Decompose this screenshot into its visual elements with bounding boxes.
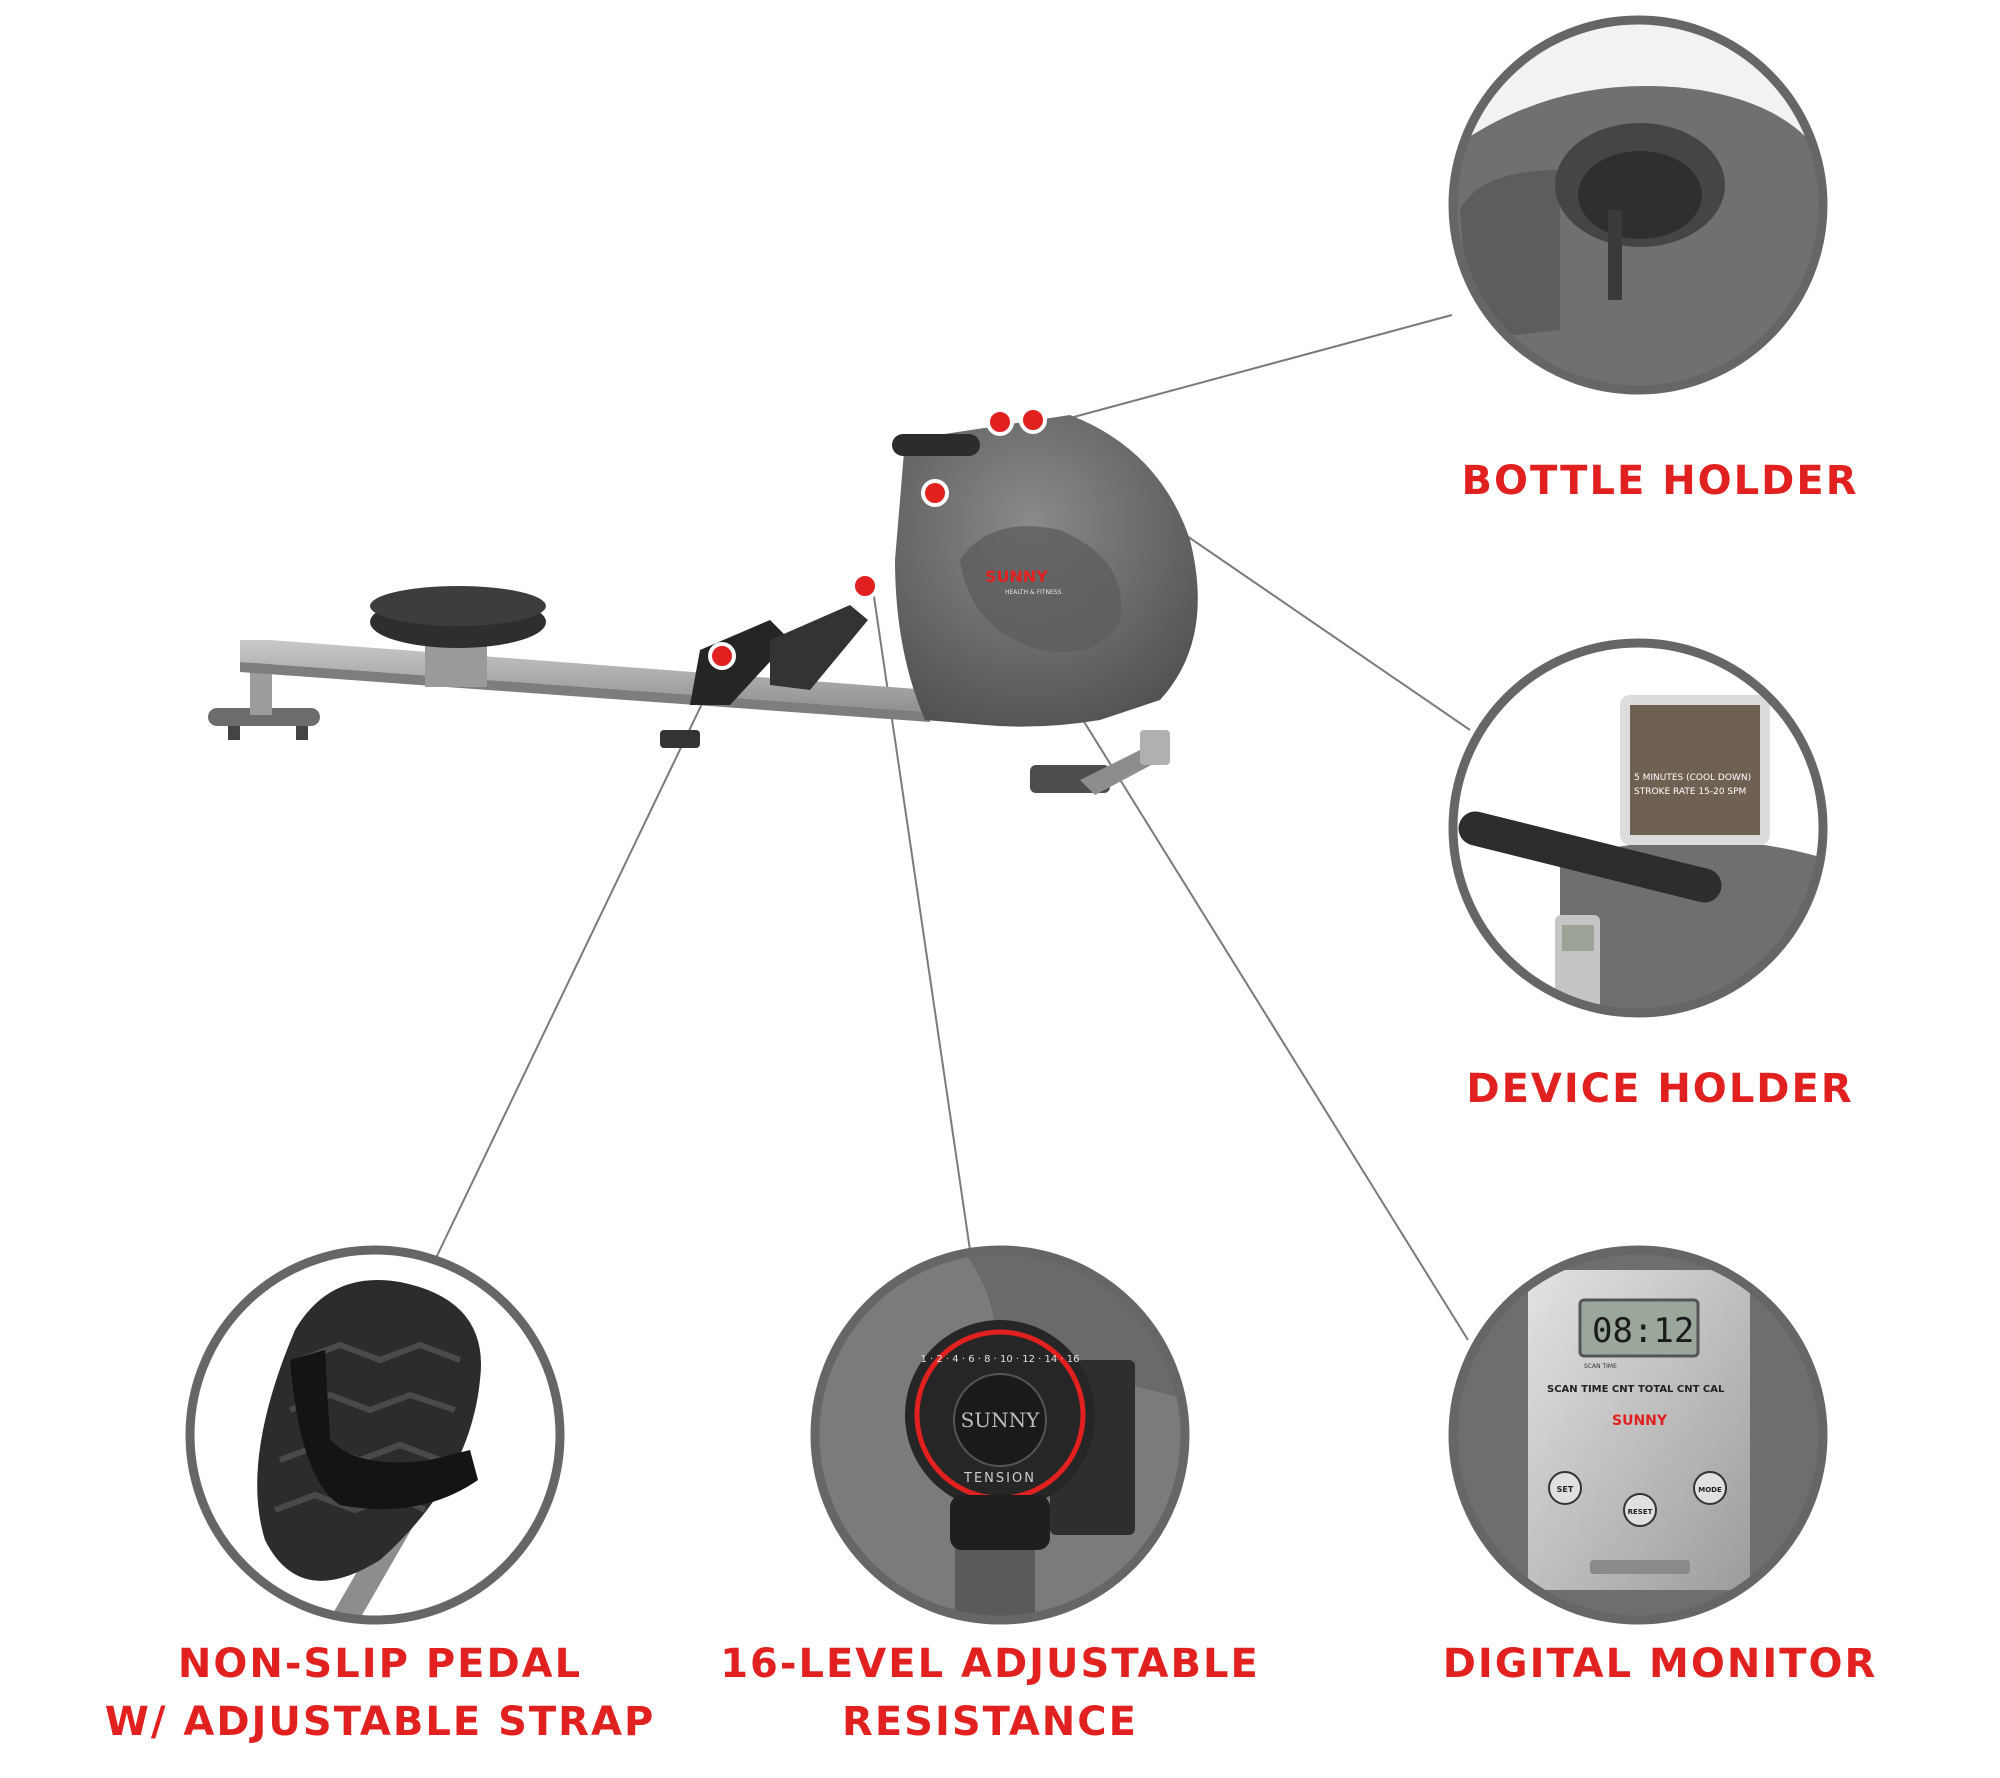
label-bottle-holder: BOTTLE HOLDER: [1400, 452, 1920, 510]
svg-text:SET: SET: [1557, 1485, 1574, 1494]
callout-ring-resistance: [810, 1245, 1190, 1625]
footrest-right: [770, 605, 868, 690]
callout-ring-bottle: [1448, 15, 1828, 395]
hotspot-resistance: [851, 572, 879, 600]
svg-text:MODE: MODE: [1698, 1486, 1722, 1494]
lcd-screen: [1578, 1298, 1700, 1358]
monitor-metrics: SCAN TIME CNT TOTAL CNT CAL: [1547, 1384, 1725, 1395]
label-resistance-line2: RESISTANCE: [842, 1699, 1138, 1745]
label-pedal-line2: W/ ADJUSTABLE STRAP: [104, 1699, 656, 1745]
callout-ring-pedal: [185, 1245, 565, 1625]
callout-ring-monitor: [1448, 1245, 1828, 1625]
label-bottle-holder-text: BOTTLE HOLDER: [1461, 458, 1859, 504]
callout-bottle-holder: [1448, 15, 1828, 395]
callout-resistance: SUNNY 1 · 2 · 4 · 6 · 8 · 10 · 12 · 14 ·…: [810, 1245, 1190, 1625]
leader-line-pedal: [434, 659, 724, 1261]
tablet-text-2: STROKE RATE 15-20 SPM: [1634, 787, 1746, 797]
hotspot-pedal: [708, 642, 736, 670]
rowing-machine: SUNNY HEALTH & FITNESS: [208, 406, 1198, 795]
device-handlebar: [1458, 811, 1722, 903]
set-button[interactable]: SET: [1548, 1471, 1582, 1505]
svg-text:RESET: RESET: [1628, 1508, 1653, 1516]
footrest-left: [690, 620, 790, 705]
label-pedal-line1: NON-SLIP PEDAL: [177, 1641, 583, 1687]
hotspot-bottle-holder: [986, 408, 1014, 436]
knob-label: TENSION: [963, 1471, 1036, 1486]
monitor-brand: SUNNY: [1612, 1413, 1668, 1429]
label-pedal: NON-SLIP PEDAL W/ ADJUSTABLE STRAP: [90, 1635, 670, 1751]
rear-stabilizer: [208, 708, 320, 726]
callout-pedal: [185, 1245, 565, 1625]
label-digital-monitor-text: DIGITAL MONITOR: [1442, 1641, 1878, 1687]
knob-brand: SUNNY: [961, 1408, 1041, 1432]
hotspot-device-holder: [1019, 406, 1047, 434]
knob-scale: 1 · 2 · 4 · 6 · 8 · 10 · 12 · 14 · 16: [921, 1354, 1080, 1365]
mode-button[interactable]: MODE: [1693, 1471, 1727, 1505]
label-device-holder-text: DEVICE HOLDER: [1466, 1066, 1854, 1112]
label-device-holder: DEVICE HOLDER: [1400, 1060, 1920, 1118]
hotspots: [708, 406, 1047, 670]
callout-ring-device: [1448, 638, 1828, 1018]
lcd-readout: 08:12: [1592, 1311, 1694, 1351]
hotspot-monitor: [921, 479, 949, 507]
lcd-mode: SCAN TIME: [1584, 1363, 1617, 1370]
label-resistance-line1: 16-LEVEL ADJUSTABLE: [720, 1641, 1260, 1687]
label-resistance: 16-LEVEL ADJUSTABLE RESISTANCE: [710, 1635, 1270, 1751]
housing-brand-sub: HEALTH & FITNESS: [1005, 589, 1062, 596]
label-digital-monitor: DIGITAL MONITOR: [1380, 1635, 1940, 1693]
rail: [240, 640, 930, 712]
leader-line-bottle: [1043, 314, 1453, 426]
callout-device-holder: 5 MINUTES (COOL DOWN) STROKE RATE 15-20 …: [1448, 638, 1828, 1018]
pedal-strap: [290, 1350, 478, 1510]
row-handle: [892, 434, 980, 456]
tablet-text-1: 5 MINUTES (COOL DOWN): [1634, 773, 1751, 783]
callout-digital-monitor: 08:12 SCAN TIME SCAN TIME CNT TOTAL CNT …: [1448, 1245, 1828, 1625]
housing-brand: SUNNY: [985, 567, 1048, 586]
reset-button[interactable]: RESET: [1623, 1493, 1657, 1527]
